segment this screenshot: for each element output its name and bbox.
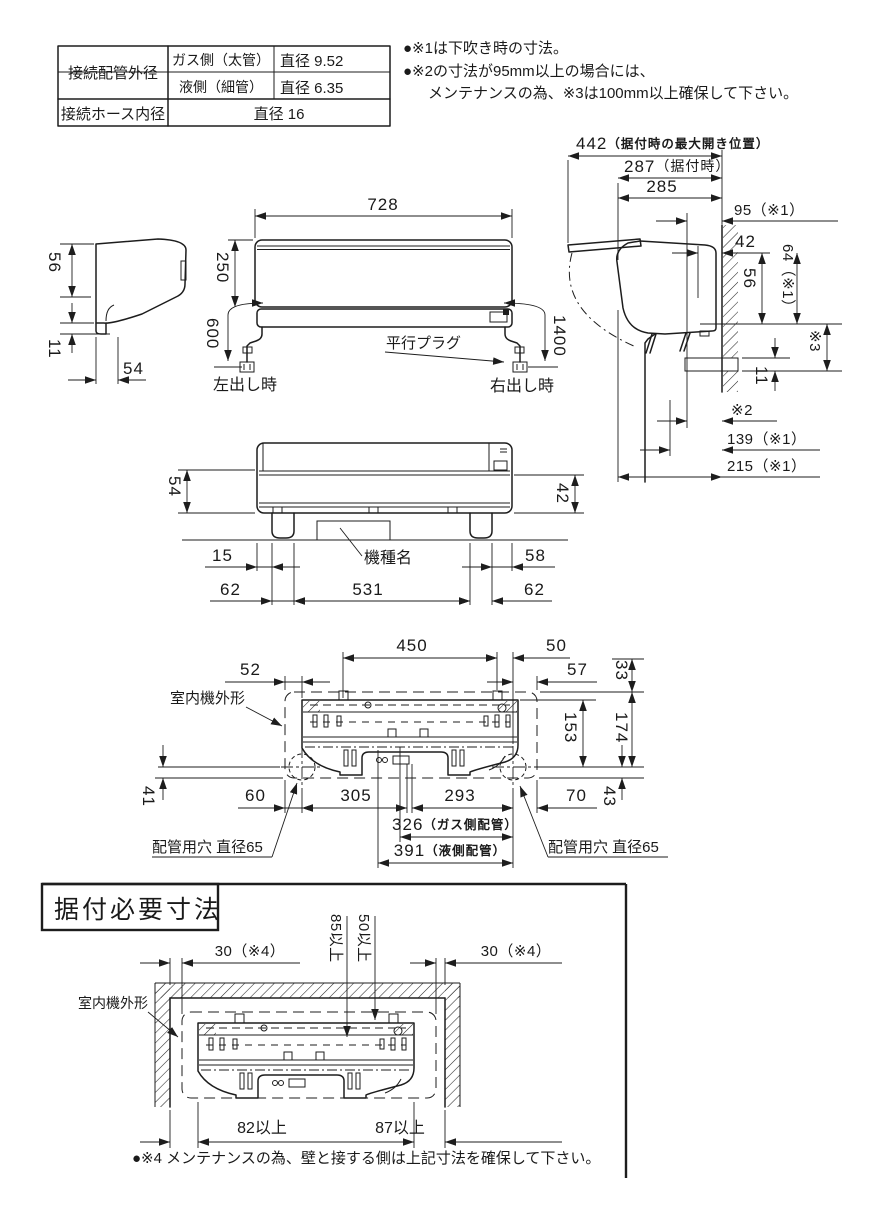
mounting-plate <box>301 690 519 776</box>
notes: ●※1は下吹き時の寸法。 ●※2の寸法が95mm以上の場合には、 メンテナンスの… <box>403 40 798 102</box>
dim-bottom-42: 42 <box>553 483 572 504</box>
dim-right-42: 42 <box>735 232 756 251</box>
dim-153: 153 <box>561 712 580 743</box>
dim-left-11: 11 <box>45 339 64 359</box>
label-indoor-outline-install: 室内機外形 <box>78 995 148 1011</box>
dim-right-64: 64（※1） <box>779 244 796 315</box>
spec-hose-label: 接続ホース内径 <box>61 106 165 123</box>
dim-30-right: 30（※4） <box>481 943 552 960</box>
dim-50: 50 <box>546 636 567 655</box>
label-pipe-hole-right: 配管用穴 直径65 <box>548 839 659 856</box>
label-indoor-outline: 室内機外形 <box>170 690 245 707</box>
note-4: ●※4 メンテナンスの為、壁と接する側は上記寸法を確保して下さい。 <box>132 1150 600 1167</box>
dim-285: 285 <box>646 177 677 196</box>
label-right-outlet: 右出し時 <box>490 377 554 395</box>
dim-50-min: 50以上 <box>355 914 372 963</box>
left-side-view: 56 11 54 <box>45 238 187 384</box>
right-side-view: 442（据付時の最大開き位置） 287（据付時） 285 95（※1） 42 5… <box>567 134 842 483</box>
note-3: メンテナンスの為、※3は100mm以上確保して下さい。 <box>428 85 798 102</box>
label-left-outlet: 左出し時 <box>213 376 277 394</box>
dim-391-liquid: 391（液側配管） <box>394 841 506 860</box>
dim-43: 43 <box>600 786 619 807</box>
dim-bottom-54: 54 <box>165 476 184 497</box>
bottom-view: 機種名 54 42 15 58 62 531 62 <box>165 442 584 605</box>
spec-hose-value: 直径 16 <box>254 106 305 123</box>
dim-82-min: 82以上 <box>237 1119 287 1137</box>
dim-15: 15 <box>212 546 233 565</box>
spec-liquid-label: 液側（細管） <box>179 79 263 95</box>
dim-215: 215（※1） <box>727 458 806 475</box>
dim-1400: 1400 <box>550 315 569 357</box>
dim-right-56: 56 <box>740 268 759 289</box>
dim-250: 250 <box>213 252 232 283</box>
dim-450: 450 <box>396 636 427 655</box>
dim-326-gas: 326（ガス側配管） <box>392 815 518 834</box>
label-pipe-hole-left: 配管用穴 直径65 <box>152 839 263 856</box>
label-parallel-plug: 平行プラグ <box>386 335 461 352</box>
spec-gas-label: ガス側（太管） <box>172 52 270 68</box>
dim-star3: ※3 <box>806 330 823 352</box>
note-1: ●※1は下吹き時の寸法。 <box>403 40 568 57</box>
install-title: 据付必要寸法 <box>54 896 222 924</box>
spec-gas-value: 直径 9.52 <box>280 53 343 70</box>
note-2: ●※2の寸法が95mm以上の場合には、 <box>403 63 655 80</box>
dim-52: 52 <box>240 660 261 679</box>
dim-442-max-open: 442（据付時の最大開き位置） <box>576 134 769 153</box>
dim-531: 531 <box>352 580 383 599</box>
plate-view: 450 50 52 57 33 153 174 室内機外形 <box>139 636 668 868</box>
dim-41: 41 <box>139 786 158 807</box>
spec-table: 接続配管外径 ガス側（太管） 直径 9.52 液側（細管） 直径 6.35 接続… <box>57 45 391 127</box>
spec-liquid-value: 直径 6.35 <box>280 80 343 97</box>
dim-star2: ※2 <box>731 402 753 419</box>
dim-305: 305 <box>340 786 371 805</box>
dim-30-left: 30（※4） <box>215 943 286 960</box>
front-view: 728 250 600 1400 平行プラグ 左出し時 右出し時 <box>203 195 569 395</box>
dim-85-min: 85以上 <box>327 914 344 963</box>
dim-left-56: 56 <box>45 252 64 273</box>
dim-33: 33 <box>612 660 631 681</box>
spec-outer-label: 接続配管外径 <box>68 65 158 82</box>
dim-728: 728 <box>367 195 398 214</box>
dim-600: 600 <box>203 318 222 349</box>
dim-87-min: 87以上 <box>375 1119 425 1137</box>
install-section: 据付必要寸法 室内機外形 30（※4） 30（※4） 85以上 50以上 <box>40 882 628 1178</box>
dim-62-right: 62 <box>524 580 545 599</box>
label-model-name: 機種名 <box>364 549 412 567</box>
dim-60: 60 <box>245 786 266 805</box>
dim-95: 95（※1） <box>734 202 805 219</box>
dim-57: 57 <box>567 660 588 679</box>
dim-70: 70 <box>566 786 587 805</box>
dim-293: 293 <box>444 786 475 805</box>
dim-right-11: 11 <box>752 366 771 386</box>
dim-174: 174 <box>612 712 631 743</box>
dim-287-installed: 287（据付時） <box>624 157 730 176</box>
dim-58: 58 <box>525 546 546 565</box>
dim-62-left: 62 <box>220 580 241 599</box>
dim-left-54: 54 <box>123 359 144 378</box>
dim-139: 139（※1） <box>727 431 806 448</box>
